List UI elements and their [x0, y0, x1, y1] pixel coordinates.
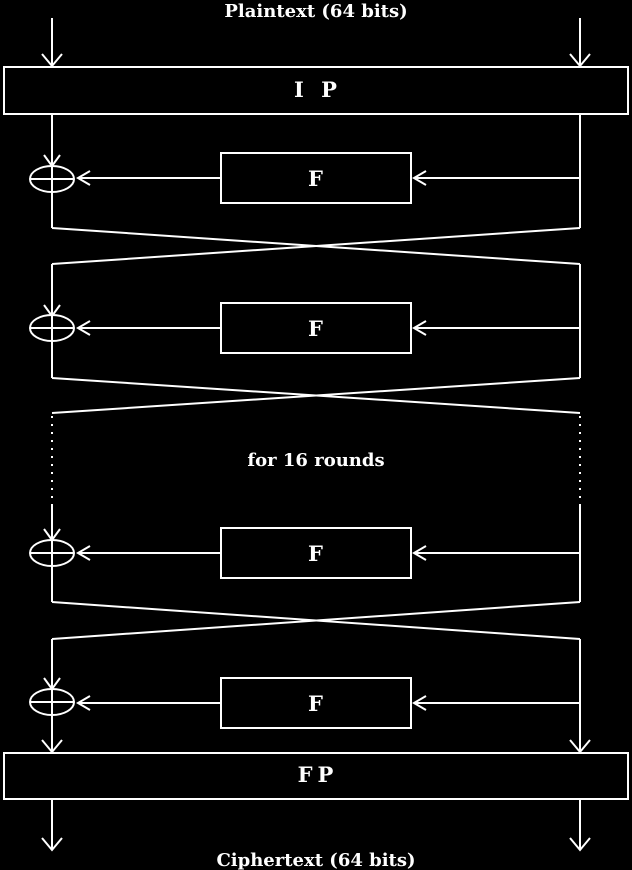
arrowhead-icon: [412, 695, 427, 711]
swap-15: [51, 601, 581, 640]
ip-label: I P: [294, 77, 342, 102]
swap-1: [51, 227, 581, 265]
swap-2: [51, 377, 581, 414]
ciphertext-label: Ciphertext (64 bits): [216, 850, 415, 870]
round-2: F: [29, 264, 581, 378]
arrowhead-icon: [412, 170, 427, 186]
arrowhead-icon: [76, 320, 91, 336]
arrowhead-icon: [76, 170, 91, 186]
arrowhead-icon: [412, 320, 427, 336]
round-function-label: F: [308, 316, 328, 341]
elided-rounds: for 16 rounds: [51, 416, 581, 505]
final-permutation-block: FP: [3, 752, 629, 800]
arrowhead-icon: [76, 545, 91, 561]
round-1: F: [29, 114, 581, 228]
arrowhead-icon: [41, 837, 63, 852]
repeat-note: for 16 rounds: [247, 450, 384, 471]
arrowhead-icon: [569, 837, 591, 852]
round-function-label: F: [308, 166, 328, 191]
arrowhead-icon: [76, 695, 91, 711]
output-arrows: [41, 799, 591, 852]
round-16: F: [29, 639, 591, 754]
round-function-box: [220, 677, 412, 729]
arrowhead-icon: [412, 545, 427, 561]
input-arrows: [41, 18, 591, 68]
round-15: F: [29, 505, 581, 602]
round-function-box: [220, 302, 412, 354]
round-function-label: F: [308, 691, 328, 716]
round-function-box: [220, 152, 412, 204]
fp-label: FP: [298, 762, 339, 787]
initial-permutation-block: I P: [3, 66, 629, 115]
round-function-label: F: [308, 541, 328, 566]
plaintext-label: Plaintext (64 bits): [224, 1, 407, 22]
